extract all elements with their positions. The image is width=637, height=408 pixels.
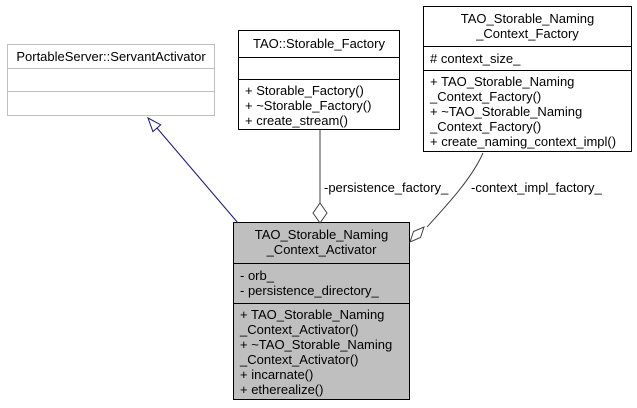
aggregation-edge-persistence [312,130,328,224]
class-box-tao-storable-factory: TAO::Storable_Factory + Storable_Factory… [238,30,400,130]
attributes-compartment: # context_size_ [424,46,631,70]
attributes-compartment: - orb_ - persistence_directory_ [234,263,409,303]
methods-compartment [8,91,214,115]
class-name-text: TAO_Storable_Naming [460,11,595,26]
method-line: + create_naming_context_impl() [430,134,617,149]
class-title: TAO::Storable_Factory [239,31,399,57]
attributes-compartment [239,57,399,79]
method-line: + ~TAO_Storable_Naming [240,337,393,352]
class-name-text: PortableServer::ServantActivator [16,49,206,64]
method-line: + Storable_Factory() [245,83,364,98]
attributes-compartment [8,68,214,91]
class-name-text: TAO::Storable_Factory [253,36,385,51]
class-name-text: _Context_Activator [266,242,377,257]
method-line: + create_stream() [245,113,348,128]
method-line: _Context_Factory() [430,89,542,104]
methods-compartment: + TAO_Storable_Naming _Context_Activator… [234,303,409,397]
method-line: + incarnate() [240,367,314,382]
inheritance-edge [147,116,239,224]
generalization-arrow-icon [147,116,162,133]
method-line: + ~TAO_Storable_Naming [430,104,583,119]
method-line: + TAO_Storable_Naming [430,74,575,89]
method-line: _Context_Activator() [240,352,359,367]
methods-compartment: + TAO_Storable_Naming _Context_Factory()… [424,70,631,150]
class-box-tao-storable-naming-context-factory: TAO_Storable_Naming _Context_Factory # c… [423,6,632,152]
attribute-line: - orb_ [240,268,274,283]
method-line: + TAO_Storable_Naming [240,307,385,322]
class-title: TAO_Storable_Naming _Context_Factory [424,7,631,46]
method-line: + ~Storable_Factory() [245,98,372,113]
attribute-line: # context_size_ [430,51,521,66]
class-name-text: TAO_Storable_Naming [254,227,389,242]
method-line: _Context_Factory() [430,119,542,134]
class-title: TAO_Storable_Naming _Context_Activator [234,223,409,263]
edge-label-persistence-factory: -persistence_factory_ [324,180,449,195]
class-title: PortableServer::ServantActivator [8,45,214,68]
method-line: _Context_Activator() [240,322,359,337]
aggregation-diamond-icon [312,202,328,224]
method-line: + etherealize() [240,382,324,397]
edge-label-context-impl-factory: -context_impl_factory_ [471,180,602,195]
attribute-line: - persistence_directory_ [240,283,379,298]
class-name-text: _Context_Factory [476,26,579,41]
aggregation-edge-context-impl [409,152,484,243]
methods-compartment: + Storable_Factory() + ~Storable_Factory… [239,79,399,129]
class-box-portableserver-servantactivator: PortableServer::ServantActivator [7,44,215,116]
class-box-tao-storable-naming-context-activator: TAO_Storable_Naming _Context_Activator -… [233,222,410,400]
aggregation-diamond-icon [409,226,425,243]
